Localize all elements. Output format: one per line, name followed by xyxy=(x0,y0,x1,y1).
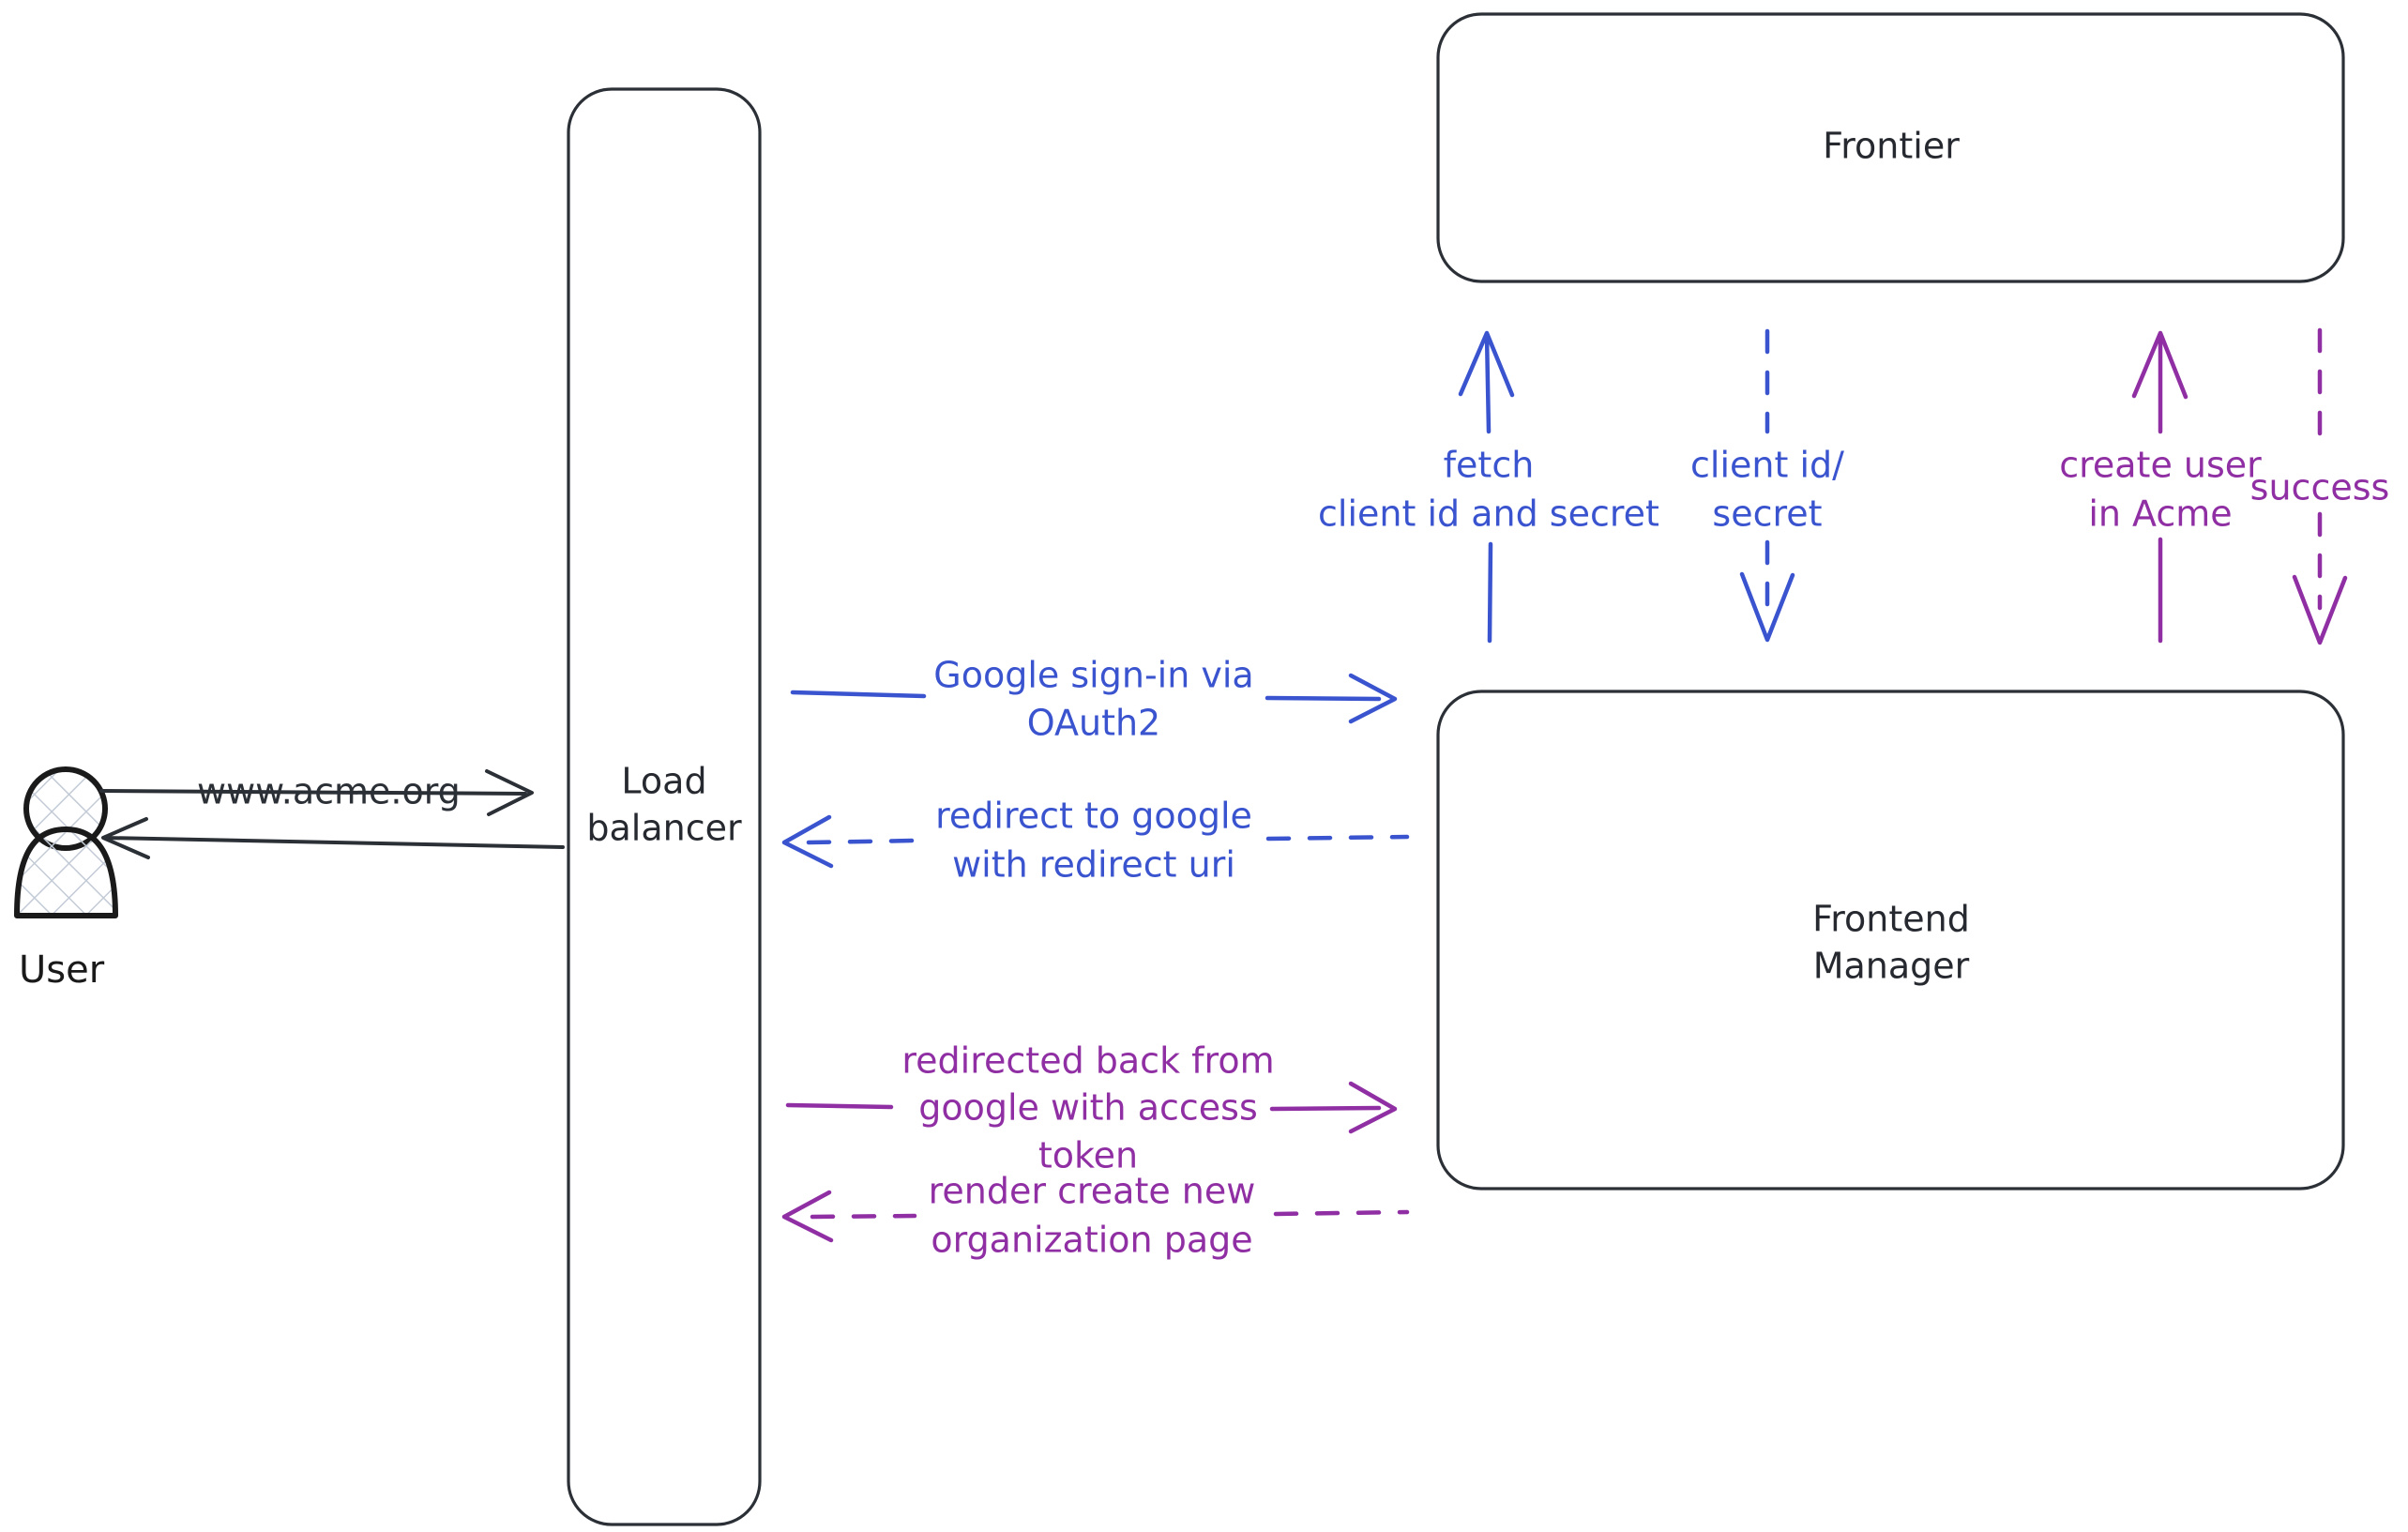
edge-redirect-to-google-label-line2: with redirect uri xyxy=(952,844,1235,886)
node-frontend-manager-label-line1: Frontend xyxy=(1812,899,1970,940)
edge-user-to-load-balancer[interactable] xyxy=(99,769,534,816)
edge-redirected-back-with-token-label-line1: redirected back from xyxy=(901,1040,1274,1082)
edge-redirected-back-with-token-label-line2: google with access xyxy=(918,1087,1258,1129)
actor-user-label: User xyxy=(19,948,105,992)
edge-create-user-success[interactable] xyxy=(2292,327,2348,645)
edge-fetch-client-credentials[interactable] xyxy=(1458,330,1515,644)
edge-client-credentials-response[interactable] xyxy=(1739,328,1795,643)
edge-load-balancer-to-user[interactable] xyxy=(101,817,565,859)
edge-render-create-org-page-label-line1: render create new xyxy=(929,1171,1256,1212)
edge-create-user[interactable] xyxy=(2131,330,2188,644)
edge-user-to-load-balancer-label: www.acme.org xyxy=(197,771,461,812)
actor-user[interactable]: User xyxy=(14,766,118,992)
edge-redirect-to-google[interactable] xyxy=(781,814,1410,869)
edge-create-user-success-label: success xyxy=(2250,467,2390,508)
edge-render-create-org-page[interactable] xyxy=(781,1190,1410,1243)
node-frontier-label: Frontier xyxy=(1823,126,1960,167)
person-icon xyxy=(14,766,118,918)
node-frontier[interactable]: Frontier xyxy=(1436,12,2345,283)
edge-create-user-label-line1: create user xyxy=(2059,445,2262,486)
edge-render-create-org-page-label-line2: organization page xyxy=(931,1220,1252,1261)
edge-client-credentials-response-label-line2: secret xyxy=(1712,493,1822,535)
node-frontend-manager-label-line2: Manager xyxy=(1813,946,1970,987)
edge-google-signin-label-line2: OAuth2 xyxy=(1027,703,1160,744)
node-load-balancer[interactable]: Load balancer xyxy=(567,87,762,1526)
edge-google-signin-label-line1: Google sign-in via xyxy=(933,655,1253,696)
edge-google-signin[interactable] xyxy=(790,673,1398,724)
node-frontend-manager[interactable]: Frontend Manager xyxy=(1436,690,2345,1191)
edge-fetch-client-credentials-label-line2: client id and secret xyxy=(1318,493,1659,535)
edge-client-credentials-response-label-line1: client id/ xyxy=(1690,445,1844,486)
edge-create-user-label-line2: in Acme xyxy=(2088,493,2232,535)
node-load-balancer-label-line1: Load xyxy=(621,761,706,802)
edge-redirected-back-with-token-label-line3: token xyxy=(1038,1135,1138,1176)
edge-fetch-client-credentials-label-line1: fetch xyxy=(1444,445,1535,486)
edge-redirect-to-google-label-line1: redirect to google xyxy=(935,796,1252,837)
edge-redirected-back-with-token[interactable] xyxy=(785,1081,1398,1134)
node-load-balancer-label-line2: balancer xyxy=(586,808,742,849)
